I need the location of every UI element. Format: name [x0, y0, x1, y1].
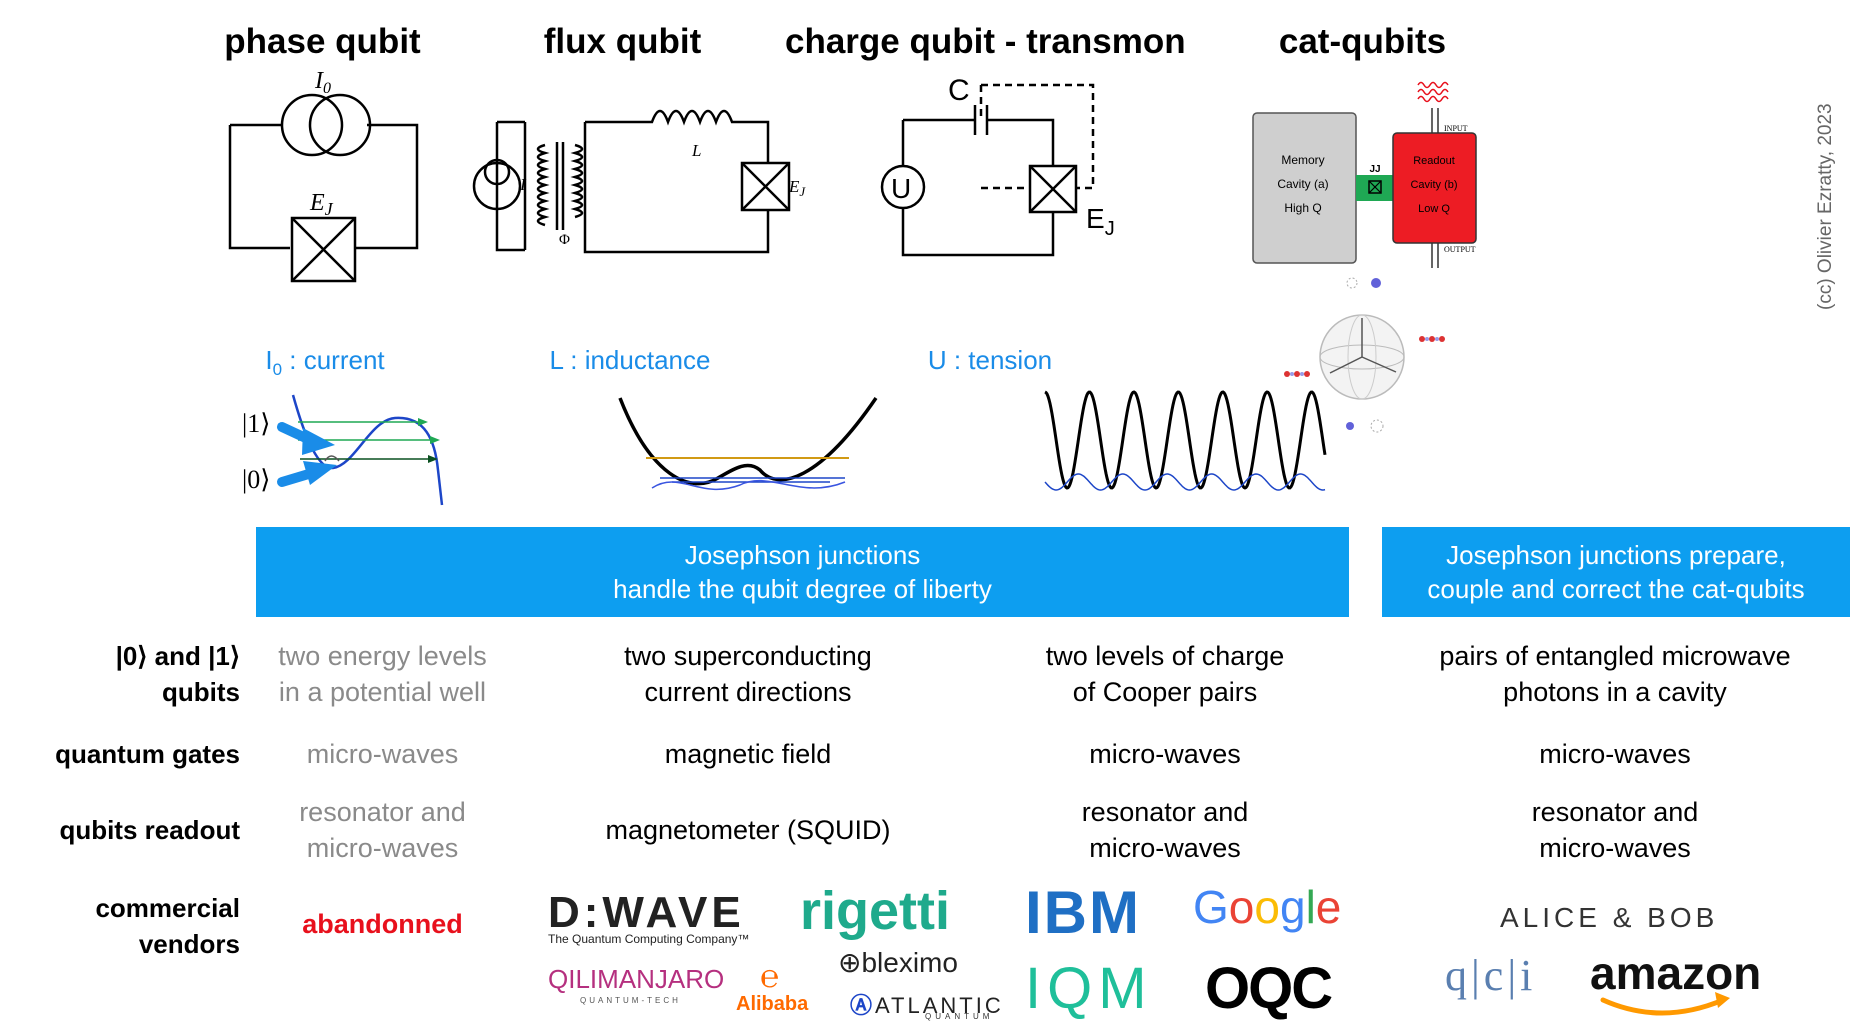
phase-qubit-circuit: I0 EJ [228, 68, 419, 283]
row-label-gates: quantum gates [55, 739, 240, 769]
flux-gates-cell: magnetic field [664, 739, 832, 769]
bleximo-logo: ⊕bleximo [838, 947, 958, 978]
phase-EJ-label: EJ [309, 190, 334, 219]
phase-I0-label: I0 [314, 68, 331, 97]
bloch-sphere-icon [1284, 277, 1445, 433]
iqm-logo: IQM [1025, 956, 1153, 1021]
title-charge-qubit: charge qubit - transmon [785, 22, 1186, 61]
atlantic-tagline: QUANTUM [925, 1012, 994, 1021]
cat-readout-line3: Low Q [1418, 203, 1450, 215]
alibaba-icon: ℮ [760, 958, 780, 994]
cat-jj-label: JJ [1369, 164, 1380, 175]
row-label-readout: qubits readout [59, 815, 240, 845]
cat-gates-cell: micro-waves [1539, 739, 1691, 769]
cat-qubit-circuit: Memory Cavity (a) High Q JJ Readout Cavi… [1252, 81, 1477, 268]
qilimanjaro-logo: QILIMANJARO [548, 964, 725, 994]
atlantic-logo: ⒶATLANTIC [850, 993, 1004, 1018]
cat-memory-line1: Memory [1281, 153, 1324, 167]
dwave-logo: D:WAVE [548, 888, 745, 937]
flux-L-label: L [691, 141, 701, 160]
row-label-states: |0⟩ and |1⟩qubits [115, 641, 240, 707]
phase-potential-plot: |1⟩ |0⟩ [242, 394, 444, 506]
ibm-logo: IBM [1025, 879, 1141, 946]
flux-potential-plot [618, 397, 878, 491]
charge-gates-cell: micro-waves [1089, 739, 1241, 769]
phase-gates-cell: micro-waves [306, 739, 459, 769]
cat-readout-line2: Cavity (b) [1410, 179, 1457, 191]
title-phase-qubit: phase qubit [224, 22, 421, 61]
amazon-logo: amazon [1590, 947, 1762, 999]
param-flux: L : inductance [549, 345, 711, 375]
state-one-label: |1⟩ [242, 409, 270, 438]
cat-memory-line3: High Q [1284, 201, 1321, 215]
alibaba-logo: Alibaba [736, 993, 809, 1015]
flux-Phi-label: Φ [559, 232, 570, 248]
state-zero-label: |0⟩ [242, 465, 270, 494]
flux-I-label: I [519, 175, 527, 194]
qilimanjaro-tagline: QUANTUM-TECH [580, 996, 681, 1005]
cat-output-label: OUTPUT [1444, 245, 1476, 254]
flux-EJ-label: EJ [788, 177, 806, 199]
oqc-logo: OQC [1205, 956, 1333, 1021]
google-logo: Google [1193, 881, 1342, 933]
cat-input-label: INPUT [1444, 124, 1468, 133]
qci-logo: q|c|i [1445, 951, 1537, 1000]
charge-potential-plot [1044, 390, 1327, 491]
dwave-tagline: The Quantum Computing Company™ [548, 932, 750, 946]
charge-qubit-circuit: C U EJ [880, 74, 1115, 257]
param-phase: I0 : current [265, 345, 385, 380]
charge-U-label: U [891, 173, 911, 204]
phase-vendors-cell: abandonned [302, 909, 463, 939]
charge-C-label: C [948, 74, 970, 107]
param-charge: U : tension [927, 345, 1053, 375]
charge-EJ-label: EJ [1086, 203, 1115, 240]
flux-qubit-circuit: I L Φ EJ [472, 109, 806, 254]
rigetti-logo: rigetti [800, 881, 951, 941]
title-flux-qubit: flux qubit [543, 22, 702, 61]
credit-text: (cc) Olivier Ezratty, 2023 [1815, 103, 1836, 310]
flux-readout-cell: magnetometer (SQUID) [605, 815, 891, 845]
cat-readout-line1: Readout [1413, 155, 1455, 167]
alice-bob-logo: ALICE & BOB [1500, 902, 1719, 933]
amazon-smile-icon [1600, 992, 1730, 1016]
banner-josephson-main: Josephson junctions handle the qubit deg… [256, 527, 1349, 617]
banner-josephson-cat: Josephson junctions prepare, couple and … [1382, 527, 1850, 617]
cat-memory-line2: Cavity (a) [1277, 177, 1328, 191]
title-cat-qubits: cat-qubits [1278, 22, 1447, 61]
